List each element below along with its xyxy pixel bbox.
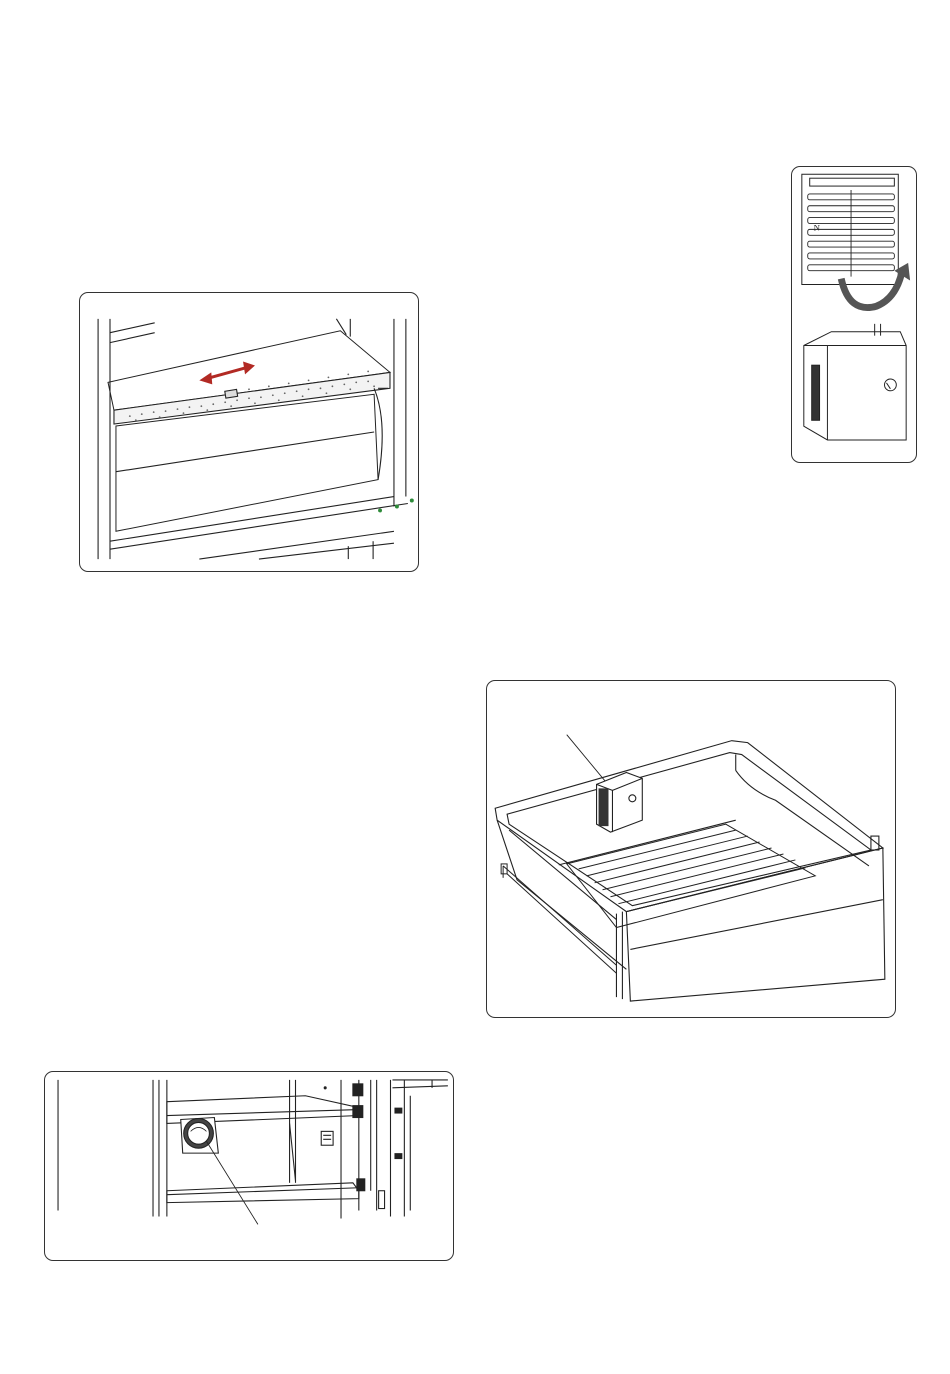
indicator-leds — [378, 499, 414, 513]
crisper-cover-figure — [79, 292, 419, 572]
rotate-arrow-icon — [841, 271, 902, 308]
double-arrow-icon — [199, 362, 255, 385]
filter-cartridge — [597, 772, 643, 832]
humidity-slider — [225, 389, 238, 398]
svg-text:N: N — [814, 222, 821, 232]
callout-line — [206, 1141, 257, 1224]
odour-filter-figure: N — [791, 166, 917, 463]
crisper-drawer-figure — [486, 680, 896, 1018]
interior-light-figure — [44, 1071, 454, 1261]
drawer-floor-ribs — [567, 824, 816, 927]
filter-grille — [808, 190, 895, 277]
light-bulb-cover — [181, 1118, 219, 1154]
